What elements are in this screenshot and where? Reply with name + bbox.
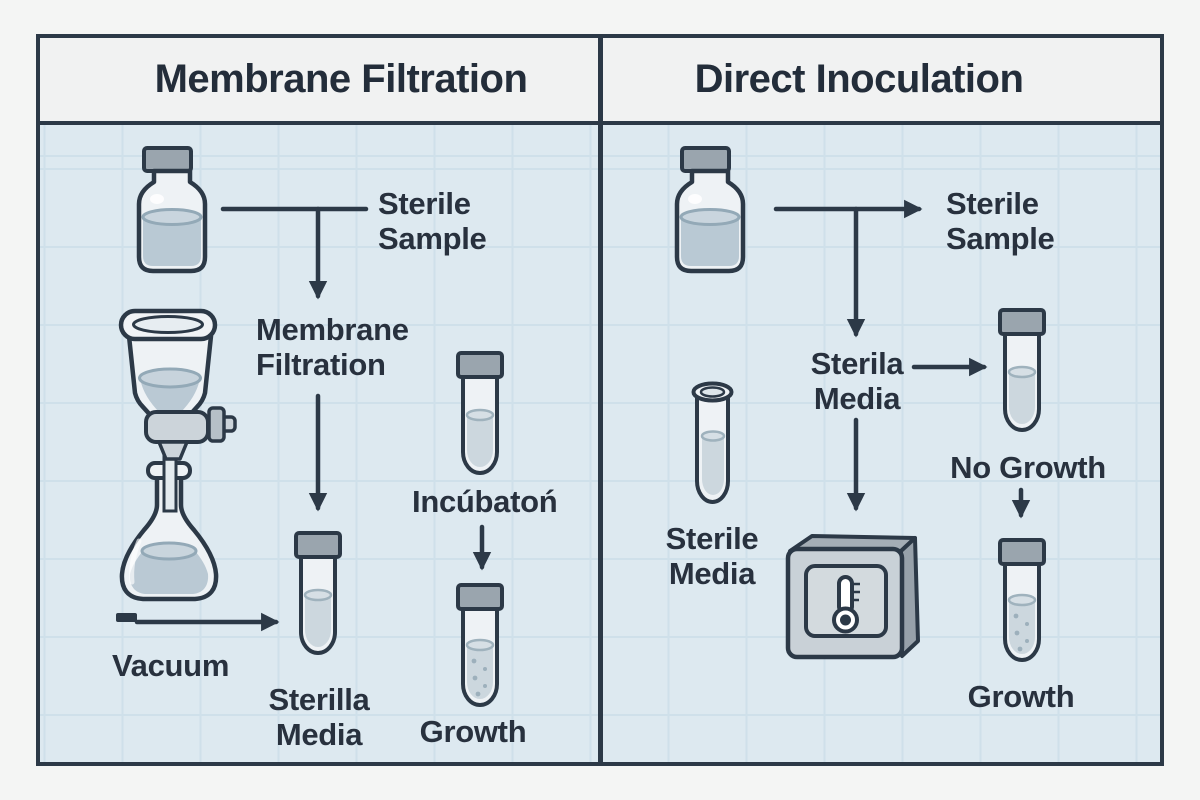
label-vacuum: Vacuum: [112, 648, 230, 683]
label-sterile-media-step-right: Sterila Media: [810, 346, 904, 416]
arrow-sample-left: [220, 206, 369, 300]
stopcock-icon: [144, 406, 237, 461]
label-no-growth: No Growth: [950, 450, 1106, 485]
test-tube-sterile-media-left: [294, 531, 342, 655]
arrow-sample-right: [773, 199, 923, 338]
label-sterile-media-tube-right: Sterile Media: [665, 521, 759, 591]
sample-vial-icon-left: [139, 148, 205, 271]
sample-vial-icon-right: [677, 148, 743, 271]
label-sterile-media-left: Sterilla Media: [268, 682, 370, 752]
label-growth-left: Growth: [419, 714, 527, 749]
label-sterile-sample-left: Sterile Sample: [378, 186, 487, 256]
label-incubation-left: Incúbatoń: [412, 484, 558, 519]
label-growth-right: Growth: [967, 679, 1075, 714]
thermometer-icon: [832, 575, 860, 634]
vacuum-flask-icon: [119, 453, 219, 602]
incubator-icon: [785, 534, 920, 660]
column-title-left: Membrane Filtration: [154, 57, 528, 101]
test-tube-no-growth: [998, 308, 1046, 432]
column-header-direct-inoculation: Direct Inoculation: [602, 38, 1160, 121]
column-header-membrane-filtration: Membrane Filtration: [40, 38, 602, 121]
filter-funnel-icon: [118, 308, 218, 432]
test-tube-incubation-left: [456, 351, 504, 475]
vacuum-arrow: [116, 612, 280, 632]
label-sterile-sample-right: Sterile Sample: [946, 186, 1055, 256]
column-divider: [598, 34, 603, 766]
column-title-right: Direct Inoculation: [694, 57, 1024, 101]
open-test-tube-sterile-media-right: [691, 381, 734, 504]
test-tube-growth-right: [998, 538, 1046, 662]
test-tube-growth-left: [456, 583, 504, 707]
label-membrane-filtration-step: Membrane Filtration: [256, 312, 409, 382]
